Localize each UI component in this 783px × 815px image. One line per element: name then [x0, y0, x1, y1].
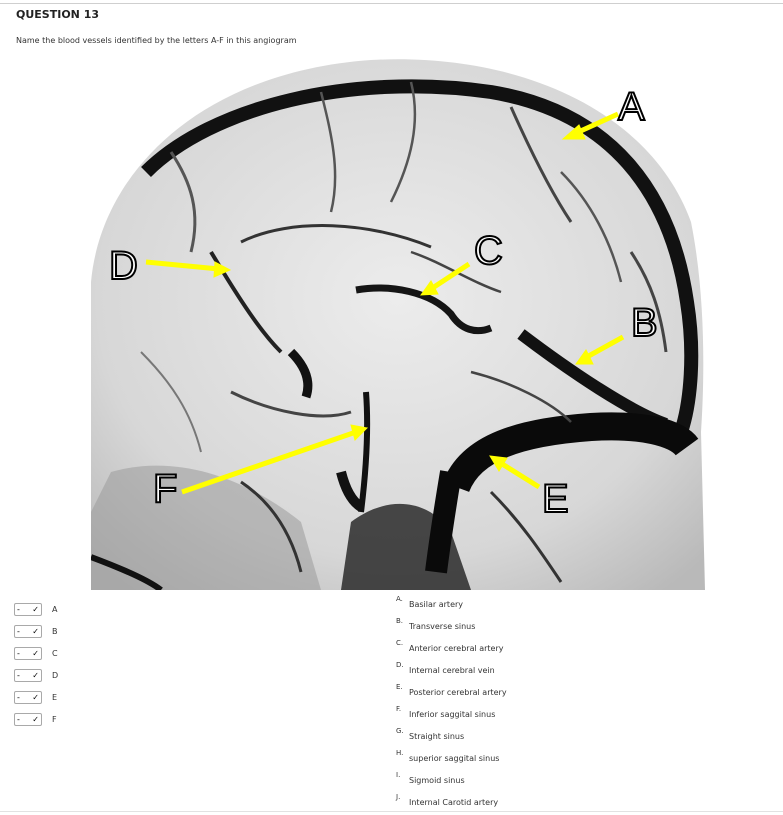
- question-text: Name the blood vessels identified by the…: [16, 36, 297, 45]
- choice-text: Sigmoid sinus: [409, 776, 465, 785]
- choice-text: Anterior cerebral artery: [409, 644, 504, 653]
- choice-letter: D.: [396, 661, 404, 669]
- choice-letter: B.: [396, 617, 404, 625]
- select-value: -: [17, 714, 20, 724]
- chevron-down-icon: ✓: [32, 670, 39, 680]
- choice-text: Inferior saggital sinus: [409, 710, 496, 719]
- chevron-down-icon: ✓: [32, 604, 39, 614]
- answer-choice: I. Sigmoid sinus: [396, 771, 507, 793]
- chevron-down-icon: ✓: [32, 648, 39, 658]
- prompt-label-b: B: [52, 626, 58, 636]
- choice-text: Posterior cerebral artery: [409, 688, 507, 697]
- choice-letter: H.: [396, 749, 404, 757]
- choice-text: superior saggital sinus: [409, 754, 500, 763]
- choice-letter: A.: [396, 595, 403, 603]
- question-title: QUESTION 13: [16, 8, 100, 21]
- answer-choice: D. Internal cerebral vein: [396, 661, 507, 683]
- answer-choice: G. Straight sinus: [396, 727, 507, 749]
- chevron-down-icon: ✓: [32, 626, 39, 636]
- answer-choice: E. Posterior cerebral artery: [396, 683, 507, 705]
- select-value: -: [17, 670, 20, 680]
- answer-select-c[interactable]: - ✓: [14, 646, 42, 660]
- choice-text: Internal cerebral vein: [409, 666, 495, 675]
- label-a: A: [618, 85, 645, 129]
- choice-text: Internal Carotid artery: [409, 798, 499, 807]
- choice-letter: I.: [396, 771, 401, 779]
- match-row-b: - ✓ B: [14, 620, 58, 642]
- match-row-e: - ✓ E: [14, 686, 58, 708]
- match-row-c: - ✓ C: [14, 642, 58, 664]
- bottom-divider: [0, 811, 783, 812]
- answer-select-f[interactable]: - ✓: [14, 712, 42, 726]
- match-row-a: - ✓ A: [14, 598, 58, 620]
- match-row-d: - ✓ D: [14, 664, 58, 686]
- label-c: C: [474, 229, 503, 273]
- answer-select-b[interactable]: - ✓: [14, 624, 42, 638]
- chevron-down-icon: ✓: [32, 714, 39, 724]
- select-value: -: [17, 626, 20, 636]
- answer-choice: A. Basilar artery: [396, 595, 507, 617]
- choice-text: Basilar artery: [409, 600, 464, 609]
- angiogram-image: A B C D E F: [91, 52, 705, 590]
- choice-letter: C.: [396, 639, 404, 647]
- choice-text: Transverse sinus: [409, 622, 476, 631]
- matching-prompts: - ✓ A - ✓ B - ✓ C - ✓ D - ✓ E - ✓: [14, 598, 58, 730]
- answer-choice: B. Transverse sinus: [396, 617, 507, 639]
- label-d: D: [109, 244, 138, 288]
- prompt-label-c: C: [52, 648, 58, 658]
- answer-select-a[interactable]: - ✓: [14, 602, 42, 616]
- choice-text: Straight sinus: [409, 732, 465, 741]
- label-b: B: [631, 301, 658, 345]
- select-value: -: [17, 604, 20, 614]
- answer-choice: H. superior saggital sinus: [396, 749, 507, 771]
- choice-letter: F.: [396, 705, 402, 713]
- prompt-label-f: F: [52, 714, 57, 724]
- choice-letter: J.: [396, 793, 401, 801]
- label-f: F: [153, 467, 177, 511]
- select-value: -: [17, 648, 20, 658]
- answer-select-d[interactable]: - ✓: [14, 668, 42, 682]
- prompt-label-d: D: [52, 670, 59, 680]
- answer-choice: F. Inferior saggital sinus: [396, 705, 507, 727]
- prompt-label-a: A: [52, 604, 58, 614]
- label-e: E: [542, 477, 569, 521]
- match-row-f: - ✓ F: [14, 708, 58, 730]
- answer-select-e[interactable]: - ✓: [14, 690, 42, 704]
- answer-choice: J. Internal Carotid artery: [396, 793, 507, 815]
- choice-letter: E.: [396, 683, 403, 691]
- prompt-label-e: E: [52, 692, 58, 702]
- choice-letter: G.: [396, 727, 404, 735]
- select-value: -: [17, 692, 20, 702]
- answer-choice: C. Anterior cerebral artery: [396, 639, 507, 661]
- answer-choices: A. Basilar artery B. Transverse sinus C. An…: [396, 595, 507, 815]
- top-divider: [0, 3, 783, 4]
- chevron-down-icon: ✓: [32, 692, 39, 702]
